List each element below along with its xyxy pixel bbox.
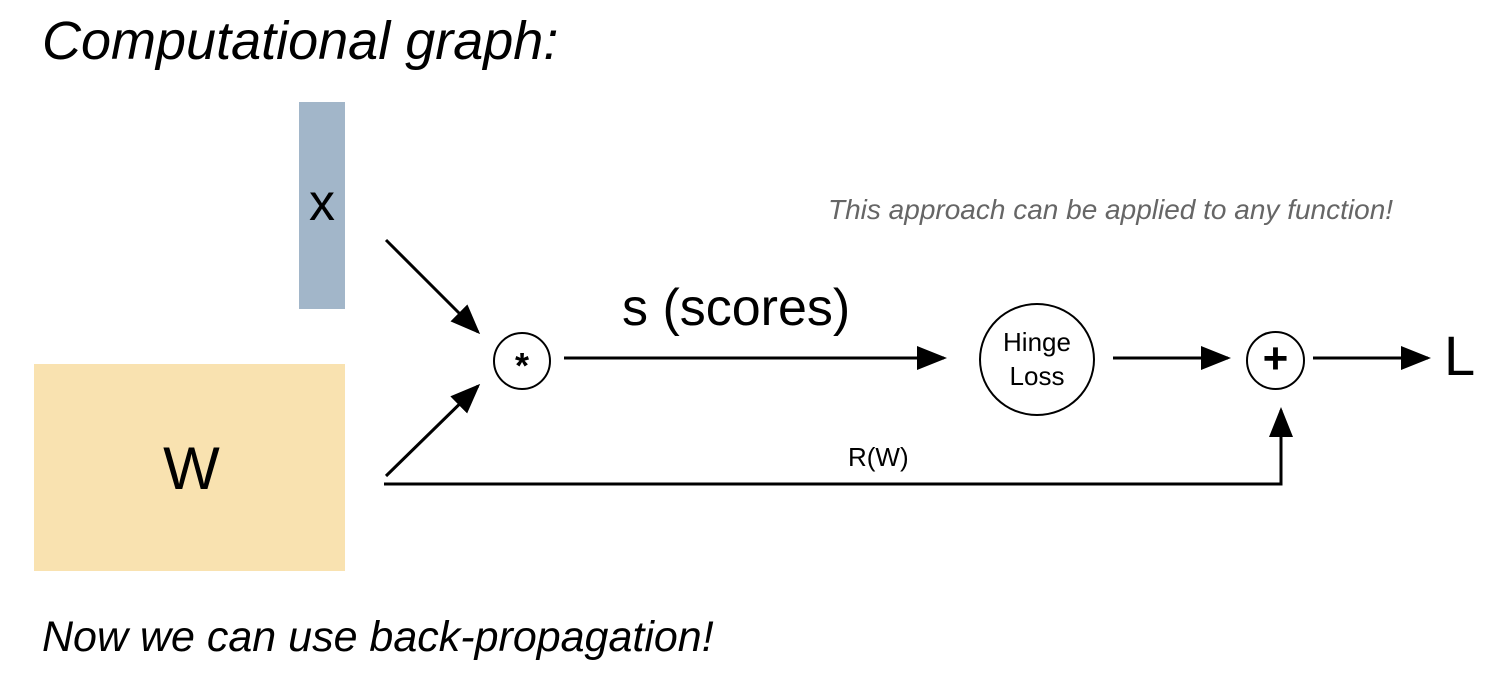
scores-label: s (scores) [622, 279, 851, 337]
slide-title: Computational graph: [42, 11, 559, 71]
hinge-loss-label-line2: Loss [1009, 360, 1065, 391]
input-w-label: W [163, 434, 220, 502]
loss-output-label: L [1444, 324, 1476, 387]
footer-text: Now we can use back-propagation! [42, 613, 714, 661]
input-x-box: x [299, 102, 345, 309]
edge-regularization [384, 407, 1293, 486]
multiply-node: * [493, 332, 551, 390]
input-w-box: W [34, 364, 345, 571]
hinge-loss-node: Hinge Loss [979, 303, 1095, 416]
hinge-loss-label-line1: Hinge [1003, 326, 1071, 357]
edge-x-to-multiply [384, 238, 481, 335]
note-text: This approach can be applied to any func… [828, 194, 1394, 225]
add-node-label: + [1262, 333, 1289, 383]
edge-w-to-multiply [384, 383, 481, 478]
add-node: + [1246, 331, 1305, 390]
regularization-label: R(W) [848, 442, 909, 472]
input-x-label: x [309, 173, 335, 232]
multiply-node-label: * [514, 345, 529, 386]
